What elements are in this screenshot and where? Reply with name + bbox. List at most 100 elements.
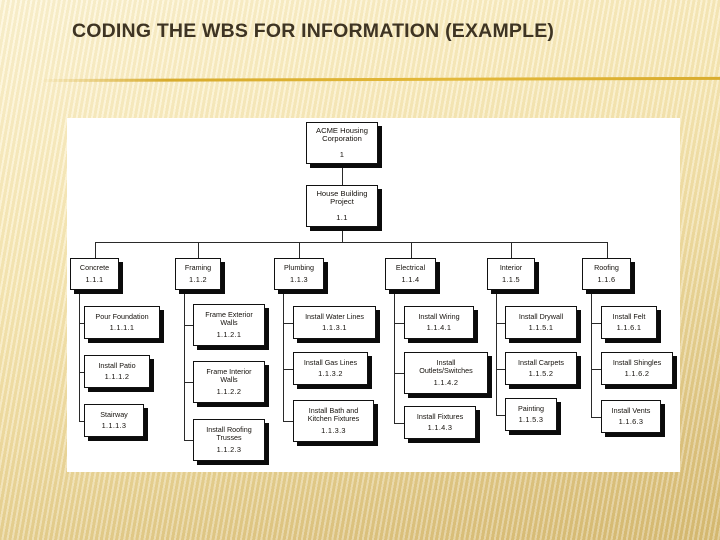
wbs-node-code: 1.1.1 [85, 274, 104, 284]
wbs-node-1.1.4.3: Install Fixtures 1.1.4.3 [404, 406, 476, 439]
wbs-node-name: House Building Project [316, 189, 368, 207]
wbs-node-code: 1.1.5 [502, 274, 520, 284]
wbs-node-1.1.3.2: Install Gas Lines 1.1.3.2 [293, 352, 368, 385]
connector-drop-1.1.3 [299, 242, 301, 258]
connector-spine-1.1.3 [283, 290, 285, 421]
wbs-node-code: 1.1.6.1 [616, 323, 642, 333]
connector-elbow-1.1.2.2 [184, 382, 193, 384]
wbs-node-code: 1.1.4.1 [426, 323, 452, 333]
wbs-node-name: Frame Exterior Walls [205, 310, 253, 327]
wbs-node-code: 1.1.2.3 [216, 444, 242, 454]
connector-elbow-1.1.1.1 [79, 322, 84, 324]
wbs-node-name: Frame Interior Walls [206, 367, 252, 384]
wbs-node-name: ACME Housing Corporation [316, 126, 368, 144]
wbs-node-code: 1.1.6.3 [618, 417, 644, 427]
connector-spine-1.1.4 [394, 290, 396, 423]
connector-elbow-1.1.4.1 [394, 322, 404, 324]
connector-elbow-1.1.1.2 [79, 371, 84, 373]
wbs-node-name: Install Felt [612, 311, 646, 321]
title-bar: CODING THE WBS FOR INFORMATION (EXAMPLE) [0, 0, 720, 84]
connector-elbow-1.1.4.3 [394, 422, 404, 424]
wbs-node-name: Install Bath and Kitchen Fixtures [307, 406, 360, 423]
wbs-node-name: Painting [518, 403, 544, 413]
connector-root-to-project [342, 164, 344, 185]
connector-elbow-1.1.5.3 [496, 414, 505, 416]
connector-elbow-1.1.1.3 [79, 420, 84, 422]
wbs-node-name: Install Wiring [418, 311, 460, 321]
wbs-node-name: Roofing [594, 263, 619, 273]
wbs-node-code: 1.1.1.1 [109, 323, 135, 333]
connector-spine-1.1.2 [184, 290, 186, 440]
connector-level2-bus [94, 242, 607, 244]
wbs-node-code: 1.1.6.2 [624, 369, 650, 379]
connector-drop-1.1.1 [94, 242, 96, 258]
wbs-node-name: Install Patio [98, 360, 136, 370]
wbs-node-name: Interior [499, 263, 523, 273]
wbs-node-code: 1.1.5.3 [518, 415, 544, 425]
wbs-node-1.1.1.3: Stairway 1.1.1.3 [84, 404, 144, 437]
connector-spine-1.1.5 [496, 290, 498, 415]
connector-elbow-1.1.2.1 [184, 325, 193, 327]
wbs-node-name: Pour Foundation [95, 311, 149, 321]
wbs-node-code: 1.1.2 [189, 274, 207, 284]
wbs-node-name: Install Gas Lines [303, 357, 358, 367]
connector-elbow-1.1.3.1 [283, 322, 293, 324]
wbs-node-name: Install Roofing Trusses [206, 425, 252, 442]
wbs-node-name: Install Drywall [518, 311, 564, 321]
wbs-node-1.1.4.2: Install Outlets/Switches 1.1.4.2 [404, 352, 488, 394]
wbs-node-1.1.5.1: Install Drywall 1.1.5.1 [505, 306, 577, 339]
page-title: CODING THE WBS FOR INFORMATION (EXAMPLE) [72, 20, 555, 42]
wbs-node-1.1.5.2: Install Carpets 1.1.5.2 [505, 352, 577, 385]
wbs-node-name: Plumbing [284, 263, 314, 273]
wbs-node-name: Electrical [395, 263, 426, 273]
connector-elbow-1.1.5.2 [496, 368, 505, 370]
wbs-node-name: Install Carpets [518, 357, 564, 367]
connector-elbow-1.1.4.2 [394, 373, 404, 375]
wbs-node-code: 1.1.4 [401, 274, 420, 284]
wbs-node-name: Framing [184, 263, 212, 273]
wbs-node-code: 1.1.2.2 [216, 386, 242, 396]
connector-drop-1.1.2 [198, 242, 200, 258]
wbs-node-name: Stairway [100, 409, 128, 419]
wbs-node-code: 1.1.3.2 [318, 369, 343, 379]
connector-elbow-1.1.6.3 [591, 416, 601, 418]
wbs-node-code: 1.1.4.2 [433, 377, 459, 387]
connector-elbow-1.1.3.3 [283, 421, 293, 423]
wbs-node-code: 1.1.5.1 [528, 323, 554, 333]
wbs-node-name: Install Outlets/Switches [419, 358, 473, 375]
wbs-node-code: 1.1.5.2 [528, 369, 554, 379]
wbs-node-code: 1.1.1.3 [101, 421, 127, 431]
connector-elbow-1.1.6.1 [591, 322, 601, 324]
connector-elbow-1.1.3.2 [283, 368, 293, 370]
connector-drop-1.1.5 [511, 242, 513, 258]
connector-elbow-1.1.6.2 [591, 368, 601, 370]
wbs-node-code: 1.1.3 [290, 274, 308, 284]
wbs-node-code: 1.1.6 [597, 274, 616, 284]
wbs-node-1.1.6.1: Install Felt 1.1.6.1 [601, 306, 657, 339]
wbs-node-code: 1.1.3.1 [322, 323, 347, 333]
connector-spine-1.1.1 [79, 290, 81, 421]
wbs-node-name: Concrete [79, 263, 110, 273]
connector-drop-1.1.6 [606, 242, 608, 258]
wbs-node-code: 1.1.2.1 [216, 329, 242, 339]
wbs-node-1.1.1.1: Pour Foundation 1.1.1.1 [84, 306, 160, 339]
title-divider [43, 76, 720, 82]
connector-drop-1.1.4 [410, 242, 412, 258]
wbs-node-name: Install Water Lines [305, 311, 364, 321]
wbs-node-name: Install Fixtures [416, 411, 464, 421]
connector-spine-1.1.6 [591, 290, 593, 417]
wbs-node-code: 1.1.4.3 [427, 423, 453, 433]
wbs-node-1.1.2.3: Install Roofing Trusses 1.1.2.3 [193, 419, 265, 461]
